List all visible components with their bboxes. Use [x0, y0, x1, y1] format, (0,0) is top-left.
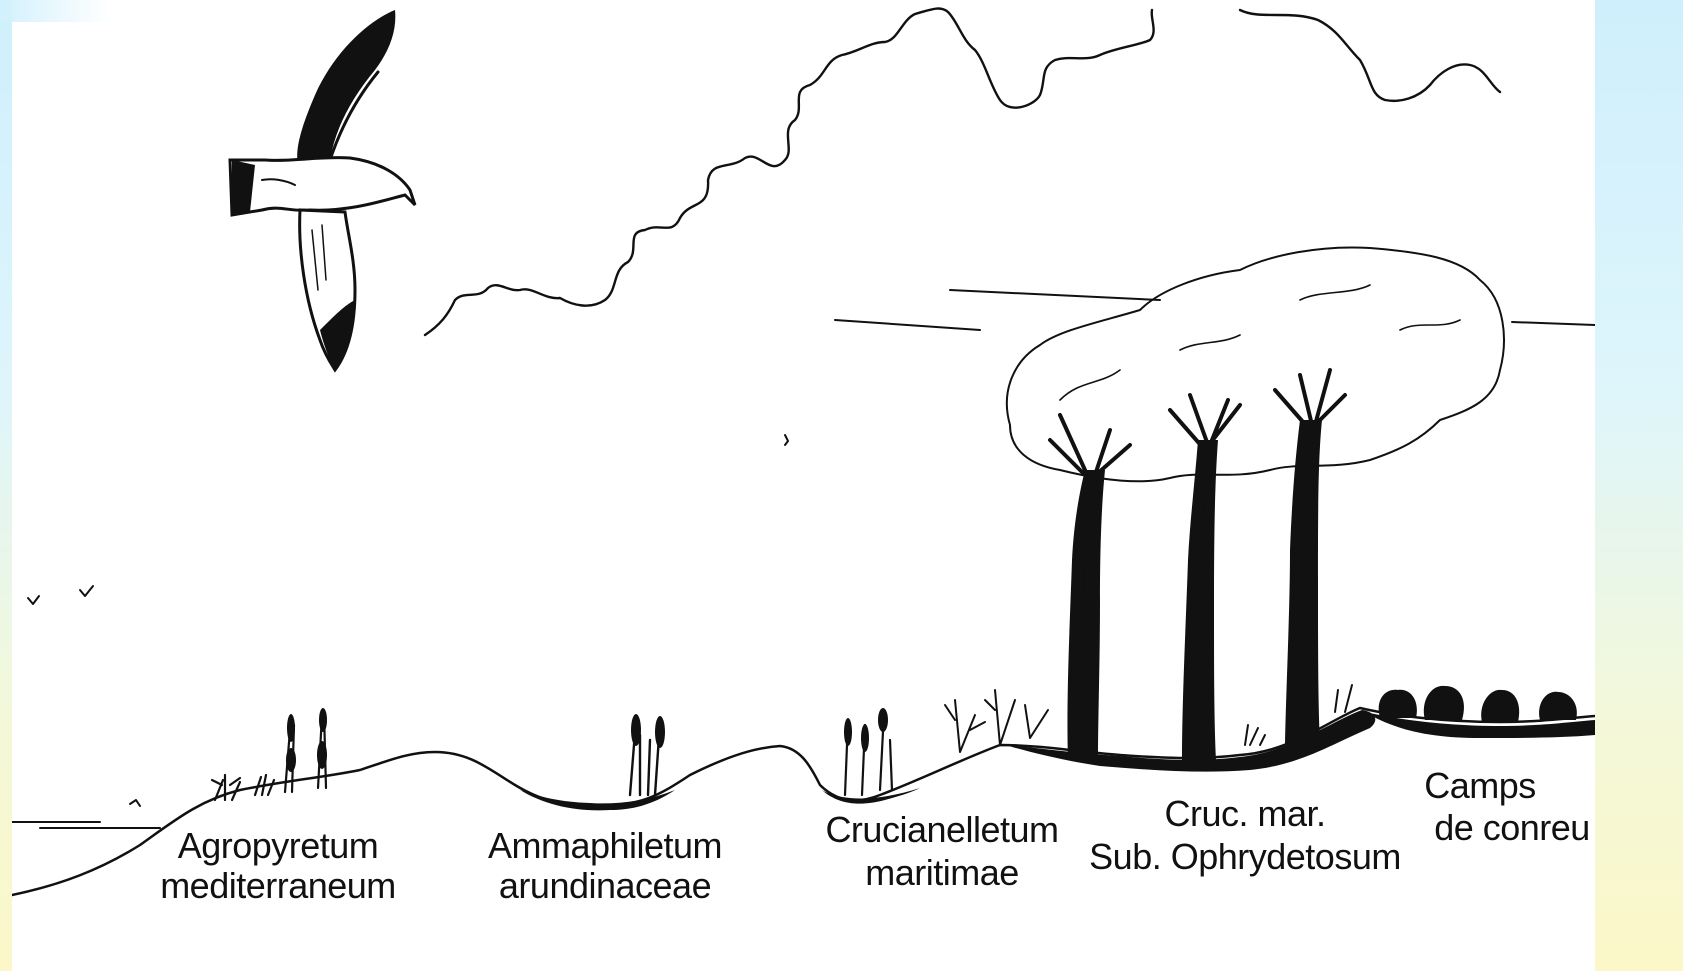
- wind-line: [950, 290, 1160, 300]
- small-bird-icon: [28, 596, 39, 604]
- cloud-icon: [425, 8, 1154, 335]
- shore-line: [12, 822, 160, 828]
- svg-text:Camps: Camps: [1424, 765, 1536, 806]
- svg-text:Ammaphiletum: Ammaphiletum: [488, 825, 722, 866]
- hollow-soil: [520, 790, 675, 810]
- tree-icon: [1007, 247, 1504, 760]
- cloud-icon-right: [1240, 10, 1500, 101]
- svg-text:Cruc. mar.: Cruc. mar.: [1164, 793, 1325, 834]
- svg-text:maritimae: maritimae: [865, 852, 1019, 893]
- svg-text:de conreu: de conreu: [1434, 807, 1590, 848]
- small-bird-icon: [80, 586, 93, 596]
- grass-tuft-icon: [631, 714, 665, 748]
- zone-label-camps: Camps de conreu: [1424, 765, 1590, 848]
- svg-text:Sub. Ophrydetosum: Sub. Ophrydetosum: [1089, 836, 1401, 877]
- svg-text:Crucianelletum: Crucianelletum: [825, 809, 1058, 850]
- zone-label-agropyretum: Agropyretum mediterraneum: [160, 825, 396, 906]
- sea-mark: [130, 800, 140, 806]
- zone-label-ammaphiletum: Ammaphiletum arundinaceae: [488, 825, 722, 906]
- shrub-icon: [945, 690, 1048, 752]
- speck: [785, 435, 788, 445]
- svg-text:Agropyretum: Agropyretum: [178, 825, 379, 866]
- svg-text:arundinaceae: arundinaceae: [499, 865, 711, 906]
- shrub-icon: [1379, 686, 1577, 722]
- scene-drawing: Agropyretum mediterraneum Ammaphiletum a…: [0, 0, 1595, 971]
- zone-label-cruc-mar: Cruc. mar. Sub. Ophrydetosum: [1089, 793, 1401, 877]
- svg-text:mediterraneum: mediterraneum: [160, 865, 396, 906]
- grass-tuft-icon: [212, 712, 326, 800]
- gull-icon: [230, 10, 415, 370]
- right-edge-strip: [1595, 0, 1683, 971]
- wind-line: [835, 320, 980, 330]
- zone-label-crucianelletum: Crucianelletum maritimae: [825, 809, 1058, 893]
- wind-line: [1512, 322, 1595, 325]
